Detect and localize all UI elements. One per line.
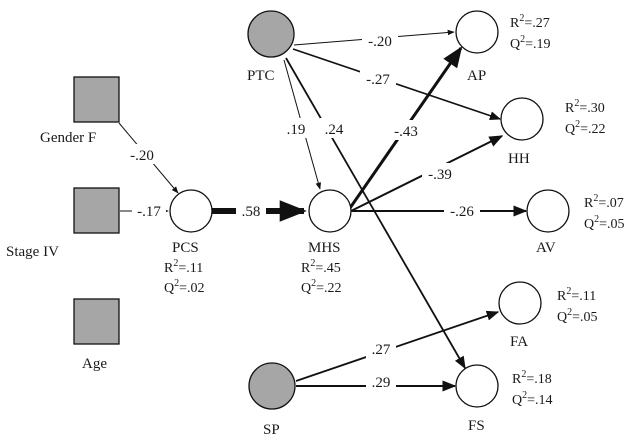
node-fa-circle (498, 281, 542, 325)
node-hh-circle (500, 97, 544, 141)
mhs-r2: R2=.45 (301, 258, 341, 276)
edge-label-pcs-mhs: .58 (236, 201, 266, 221)
svg-text:.19: .19 (287, 122, 306, 138)
svg-text:.29: .29 (372, 375, 391, 391)
av-r2: R2=.07 (584, 193, 624, 211)
node-pcs-circle (169, 189, 213, 233)
fa-r2: R2=.11 (557, 286, 596, 304)
node-ap-circle (455, 10, 499, 54)
svg-text:-.20: -.20 (368, 34, 392, 50)
fs-r2: R2=.18 (512, 369, 552, 387)
node-sp-label: SP (263, 422, 280, 438)
mhs-q2: Q2=.22 (301, 278, 342, 296)
node-gender-f-label: Gender F (40, 130, 96, 146)
node-mhs-label: MHS (308, 240, 341, 256)
svg-text:-.26: -.26 (450, 204, 474, 220)
edge-label-gender-pcs: -.20 (126, 144, 158, 164)
svg-text:-.20: -.20 (130, 148, 154, 164)
pcs-r2: R2=.11 (164, 258, 203, 276)
node-fs-circle (455, 364, 499, 408)
svg-text:.27: .27 (372, 342, 391, 358)
svg-text:-.39: -.39 (428, 167, 452, 183)
edge-ptc-hh (292, 48, 502, 121)
node-ap-label: AP (467, 68, 486, 84)
node-ptc-label: PTC (247, 68, 275, 84)
node-stage-iv-label: Stage IV (6, 244, 59, 260)
edge-label-ptc-fs: .24 (320, 118, 348, 138)
node-hh-label: HH (508, 151, 530, 167)
node-sp-circle (248, 362, 296, 410)
edge-label-ptc-ap: -.20 (362, 30, 398, 50)
svg-text:.24: .24 (325, 122, 344, 138)
av-q2: Q2=.05 (584, 214, 625, 232)
edge-label-mhs-hh: -.39 (422, 163, 458, 183)
node-gender-f-square (73, 76, 120, 123)
svg-text:-.43: -.43 (394, 124, 418, 140)
edge-label-stage-pcs: -.17 (132, 201, 166, 221)
edge-label-sp-fa: .27 (366, 339, 396, 359)
node-av-label: AV (536, 240, 556, 256)
edge-sp-fa (295, 310, 500, 382)
node-fa-label: FA (510, 334, 528, 350)
edge-label-sp-fs: .29 (366, 372, 396, 392)
edge-label-mhs-av: -.26 (444, 201, 480, 221)
pcs-q2: Q2=.02 (164, 278, 205, 296)
node-mhs-circle (308, 189, 352, 233)
edge-label-ptc-mhs: .19 (282, 118, 310, 138)
svg-text:.58: .58 (242, 204, 261, 220)
fa-q2: Q2=.05 (557, 307, 598, 325)
node-pcs-label: PCS (172, 240, 199, 256)
ap-q2: Q2=.19 (510, 34, 551, 52)
hh-q2: Q2=.22 (565, 119, 606, 137)
node-ptc-circle (247, 10, 295, 58)
edge-ptc-fs (285, 57, 466, 370)
node-fs-label: FS (468, 418, 485, 434)
hh-r2: R2=.30 (565, 98, 605, 116)
fs-q2: Q2=.14 (512, 390, 553, 408)
svg-text:-.27: -.27 (366, 72, 390, 88)
node-age-square (73, 298, 120, 345)
ap-r2: R2=.27 (510, 13, 550, 31)
edge-label-mhs-ap: -.43 (388, 120, 424, 140)
node-stage-iv-square (73, 187, 120, 234)
node-av-circle (526, 189, 570, 233)
node-age-label: Age (82, 356, 107, 372)
edge-label-ptc-hh: -.27 (360, 68, 396, 88)
svg-text:-.17: -.17 (137, 204, 161, 220)
